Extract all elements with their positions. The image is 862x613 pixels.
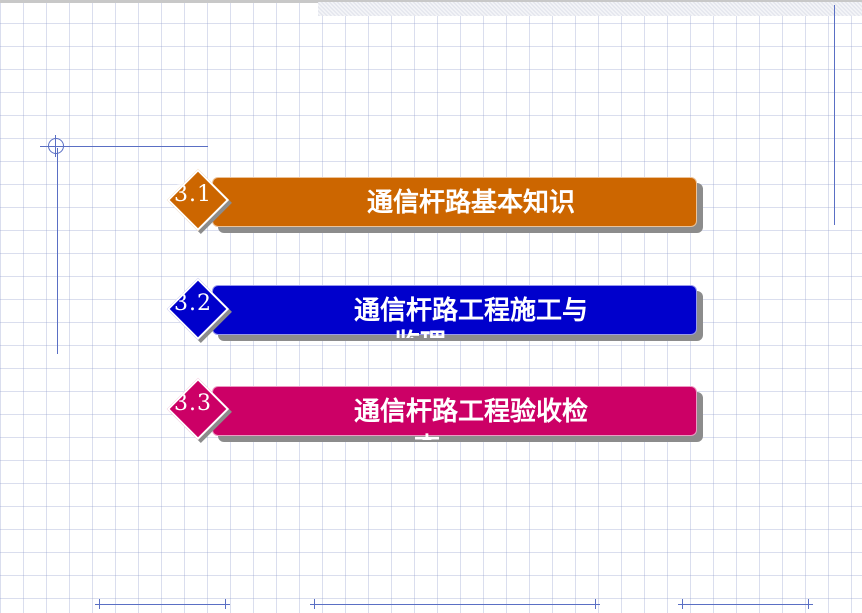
menu-item-title-overflow: 监理 [394,326,446,338]
bottom-rule-middle [310,599,600,609]
item-number: 3.1 [174,182,212,207]
menu-item-title-overflow: 查 [414,430,440,440]
right-vertical-rule [834,5,835,225]
item-number: 3.3 [174,391,212,416]
top-horizontal-rule [40,146,208,147]
menu-item-3-1[interactable]: 通信杆路基本知识 [212,177,697,227]
menu-item-title: 通信杆路基本知识 [366,188,575,218]
crosshair-icon [48,135,64,157]
top-border-line [0,0,862,3]
menu-item-title: 通信杆路工程施工与 [353,296,588,326]
bottom-rule-left [95,599,230,609]
menu-item-3-3[interactable]: 通信杆路工程验收检 [212,386,697,436]
item-number-badge: 3.2 [166,277,230,341]
left-vertical-rule [57,148,58,354]
bottom-rule-right [678,599,813,609]
menu-item-3-2[interactable]: 通信杆路工程施工与 [212,285,697,335]
top-decorative-strip [318,2,862,16]
menu-item-title: 通信杆路工程验收检 [353,397,588,427]
item-number-badge: 3.1 [166,168,230,232]
item-number: 3.2 [174,291,212,316]
item-number-badge: 3.3 [166,377,230,441]
